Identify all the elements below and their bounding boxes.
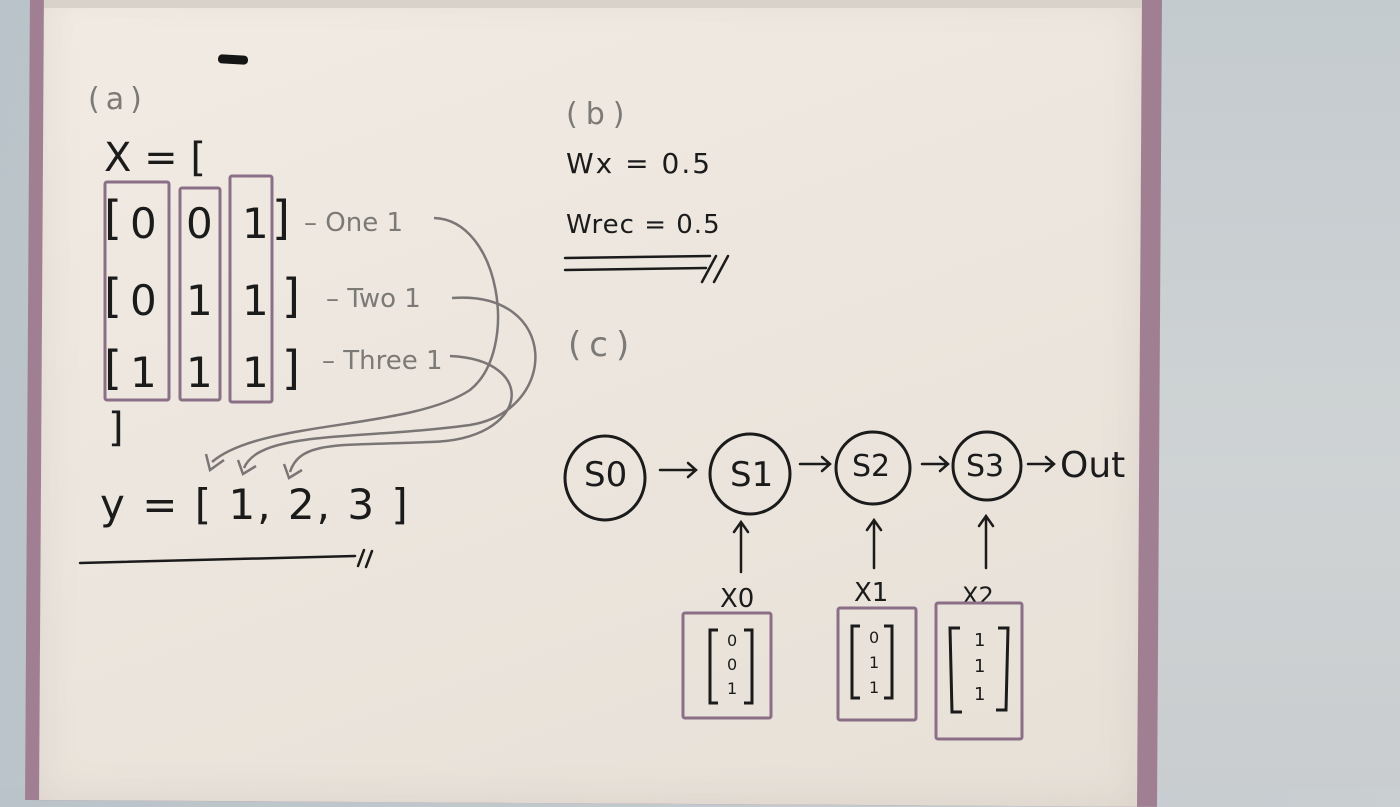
whiteboard-top-rail [44,0,1142,8]
state-s3-label: S3 [966,452,1004,482]
row2-note: – Two 1 [326,284,421,314]
input-x0-label: X0 [720,584,755,614]
row3-brackets-close: ] [282,341,300,395]
state-s0-text: S0 [584,455,628,495]
underlines [78,254,730,569]
arrow-s1-s2 [798,455,832,473]
curve-one-head [204,453,225,473]
underline-a [78,554,357,565]
wall-background [1150,0,1400,788]
vector-brackets [708,624,1010,714]
row1-val-1: 0 [130,199,157,248]
row1-brackets-open: [ [104,191,122,245]
state-s2-label: S2 [852,452,890,482]
row3-note: – Three 1 [322,346,443,376]
arrow-x0-s1 [732,519,750,574]
input-x2-v2: 1 [974,684,986,705]
mapping-curves [204,216,537,480]
x0-bracket-right [744,628,754,705]
input-box-x2 [934,601,1024,741]
x0-bracket-left [708,628,718,705]
state-circle-s0 [563,434,647,522]
column-box-1 [103,180,171,402]
state-s0-label: S0 [584,458,627,492]
state-circle-s2 [834,430,912,506]
input-x0-v2: 1 [727,679,738,698]
underline-a-mark-1 [356,548,366,568]
underline-b-mark-2 [712,254,730,284]
arrow-s3-out [1026,455,1056,473]
state-circle-s1 [708,432,792,516]
row2-val-3: 1 [242,276,269,325]
arrows [658,455,1056,574]
row2-val-2: 1 [186,276,213,325]
row2-val-1: 0 [130,276,157,325]
row3-val-2: 1 [186,348,213,397]
input-x2-v0: 1 [974,630,986,651]
state-circles [563,430,1023,522]
row3-val-1: 1 [130,348,157,397]
x-open: X = [ [104,135,206,181]
input-x0-v0: 0 [727,631,738,650]
underline-b-mark-1 [700,254,718,284]
row2-note-text: Two 1 [347,284,421,314]
state-s3-text: S3 [966,449,1005,484]
curve-three-head [282,463,303,480]
curve-two-head [236,459,257,476]
curve-one [211,216,500,463]
underline-b-1 [563,254,712,260]
x1-bracket-right [884,624,894,700]
board-drawings [78,174,1056,741]
arrow-s2-s3 [920,455,950,473]
output-label: Out [1060,445,1126,486]
row1-val-2: 0 [186,199,213,248]
column-box-3 [228,174,274,404]
state-s1-label: S1 [730,458,773,492]
x2-bracket-right [996,626,1010,712]
row3-brackets-open: [ [104,341,122,395]
arrow-x1-s2 [865,517,883,570]
highlight-boxes [103,174,1024,741]
state-s2-text: S2 [852,449,891,484]
input-x1-label: X1 [854,578,889,608]
row3-val-3: 1 [242,348,269,397]
row2-brackets-close: ] [282,269,300,323]
row3-note-text: Three 1 [343,346,443,376]
x2-bracket-left [948,626,962,714]
input-box-x0 [681,611,773,720]
wrec-equation: Wrec = 0.5 [566,210,721,240]
row1-note: – One 1 [304,208,404,238]
row1-brackets-close: ] [272,191,290,245]
underline-a-mark-2 [364,549,374,569]
input-x1-v1: 1 [869,653,880,672]
arrow-x2-s3 [977,513,995,570]
x1-bracket-left [850,624,860,700]
input-x0-v1: 0 [727,655,738,674]
input-box-x1 [836,606,918,722]
y-line: y = [ 1, 2, 3 ] [100,480,410,529]
column-box-2 [178,186,222,402]
input-x1-v0: 0 [869,628,880,647]
label-b: (b) [566,97,633,132]
underline-b-2 [563,266,708,272]
curve-two [242,296,537,469]
curve-three [288,354,513,473]
label-a: (a) [88,82,148,117]
input-x1-v2: 1 [869,678,880,697]
row2-brackets-open: [ [104,269,122,323]
input-x2-v1: 1 [974,656,986,677]
state-s1-text: S1 [730,455,774,495]
row1-note-text: One 1 [325,208,404,238]
arrow-s0-s1 [658,461,698,479]
state-circle-s3 [951,430,1023,502]
label-c: (c) [568,325,638,365]
wx-equation: Wx = 0.5 [566,147,713,180]
x-close: ] [108,405,124,451]
row1-val-3: 1 [242,199,269,248]
